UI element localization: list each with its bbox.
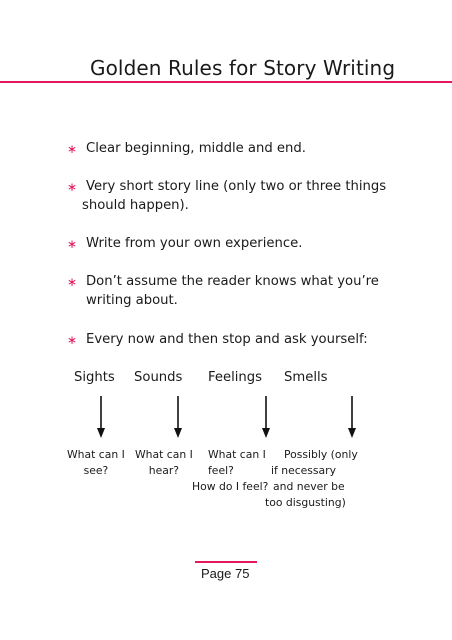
question-smells: Possibly (only if necessary and never be… [265, 448, 358, 509]
list-item-text: Don’t assume the reader knows what you’r… [86, 274, 379, 289]
list-item: ∗ Don’t assume the reader knows what you… [67, 272, 379, 310]
list-item-text: Very short story line (only two or three… [86, 179, 387, 194]
page-title: Golden Rules for Story Writing [90, 56, 396, 80]
page-number-rule [195, 561, 257, 563]
bullet-star-icon: ∗ [67, 180, 78, 194]
list-item-text: Clear beginning, middle and end. [86, 141, 306, 156]
list-item-text: Write from your own experience. [86, 236, 303, 251]
sense-label-sights: Sights [74, 370, 115, 385]
question-sights: What can I see? [67, 448, 125, 477]
sense-label-smells: Smells [284, 370, 328, 385]
bullet-star-icon: ∗ [67, 275, 78, 289]
list-item-text-continued: should happen). [82, 198, 189, 213]
arrow-down-icon [262, 396, 270, 438]
list-item: ∗ Clear beginning, middle and end. [67, 139, 306, 158]
bullet-star-icon: ∗ [67, 142, 78, 156]
list-item-text-continued: writing about. [86, 293, 178, 308]
bullet-star-icon: ∗ [67, 237, 78, 251]
arrow-down-icon [348, 396, 356, 438]
question-feelings: What can I feel? How do I feel? [192, 448, 269, 493]
bullet-star-icon: ∗ [67, 333, 78, 347]
arrow-down-icon [174, 396, 182, 438]
list-item-text: Every now and then stop and ask yourself… [86, 332, 368, 347]
list-item: ∗ Every now and then stop and ask yourse… [67, 330, 368, 349]
list-item: ∗ Write from your own experience. [67, 234, 302, 253]
title-underline [0, 81, 452, 83]
list-item: ∗ Very short story line (only two or thr… [67, 177, 386, 215]
page-number: Page 75 [201, 566, 250, 581]
sense-label-sounds: Sounds [134, 370, 183, 385]
question-sounds: What can I hear? [135, 448, 193, 477]
sense-label-feelings: Feelings [208, 370, 263, 385]
arrow-down-icon [97, 396, 105, 438]
